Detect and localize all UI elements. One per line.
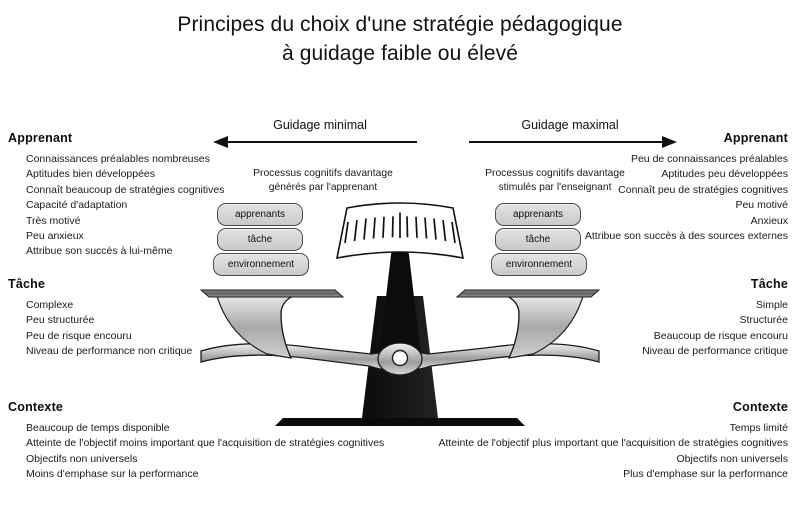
arrow-right-icon xyxy=(455,136,685,148)
processus-cognitifs-left-caption: Processus cognitifs davantage générés pa… xyxy=(208,167,438,195)
scale-dial-gauge xyxy=(335,202,465,260)
list-item: Moins d'emphase sur la performance xyxy=(26,468,199,481)
list-item: Structurée xyxy=(739,314,788,327)
list-item: Complexe xyxy=(26,299,74,311)
block-apprenants-left: apprenants xyxy=(217,203,303,226)
list-item: Capacité d'adaptation xyxy=(26,199,128,212)
list-item: Niveau de performance critique xyxy=(642,345,788,358)
list-item: Très motivé xyxy=(26,214,81,227)
right-tache-heading: Tâche xyxy=(750,277,788,291)
block-environnement-left: environnement xyxy=(213,253,309,276)
right-contexte-group: Contexte Temps limité Atteinte de l'obje… xyxy=(276,400,796,483)
right-tache-group: Tâche Simple Structurée Beaucoup de risq… xyxy=(376,277,796,360)
scale-base xyxy=(275,418,525,426)
arrow-right-shaft xyxy=(469,141,663,143)
list-item: Peu de risque encouru xyxy=(26,329,132,342)
page-title: Principes du choix d'une stratégie pédag… xyxy=(0,10,800,68)
pan-right-block-stack: apprenants tâche environnement xyxy=(491,203,587,278)
list-item: Peu anxieux xyxy=(26,230,84,243)
list-item: Aptitudes peu développées xyxy=(661,168,788,181)
list-item: Peu motivé xyxy=(735,199,788,212)
list-item: Beaucoup de temps disponible xyxy=(26,422,170,434)
right-apprenant-list: Peu de connaissances préalables Aptitude… xyxy=(376,152,796,244)
processus-right-line-2: stimulés par l'enseignant xyxy=(498,182,612,193)
list-item: Simple xyxy=(755,299,788,311)
list-item: Niveau de performance non critique xyxy=(26,345,193,358)
left-tache-list: Complexe Peu structurée Peu de risque en… xyxy=(4,298,424,360)
arrow-left-shaft xyxy=(227,141,417,143)
right-apprenant-group: Apprenant Peu de connaissances préalable… xyxy=(376,131,796,244)
left-contexte-list: Beaucoup de temps disponible Atteinte de… xyxy=(4,421,524,483)
list-item: Aptitudes bien développées xyxy=(26,168,156,181)
right-tache-list: Simple Structurée Beaucoup de risque enc… xyxy=(376,298,796,360)
block-tache-right: tâche xyxy=(495,228,581,251)
balance-scale-svg xyxy=(199,202,601,426)
left-contexte-heading: Contexte xyxy=(8,400,64,414)
arrow-left-head xyxy=(213,136,228,148)
right-contexte-list: Temps limité Atteinte de l'objectif plus… xyxy=(276,421,796,483)
pan-left-block-stack: apprenants tâche environnement xyxy=(213,203,309,278)
processus-right-line-1: Processus cognitifs davantage xyxy=(485,168,625,179)
list-item: Beaucoup de risque encouru xyxy=(653,329,788,342)
list-item: Attribue son succès à des sources extern… xyxy=(584,230,788,243)
list-item: Atteinte de l'objectif plus important qu… xyxy=(438,437,788,450)
title-line-1: Principes du choix d'une stratégie pédag… xyxy=(177,13,623,36)
left-tache-heading: Tâche xyxy=(8,277,46,291)
list-item: Connaît beaucoup de stratégies cognitive… xyxy=(26,183,225,196)
guidage-minimal-group: Guidage minimal xyxy=(205,118,435,148)
processus-cognitifs-right-caption: Processus cognitifs davantage stimulés p… xyxy=(440,167,670,195)
title-line-2: à guidage faible ou élevé xyxy=(281,42,519,65)
left-apprenant-list: Connaissances préalables nombreuses Apti… xyxy=(4,152,424,260)
left-tache-group: Tâche Complexe Peu structurée Peu de ris… xyxy=(4,277,424,360)
block-environnement-right: environnement xyxy=(491,253,587,276)
list-item: Peu structurée xyxy=(26,314,95,327)
left-apprenant-heading: Apprenant xyxy=(8,131,73,145)
left-apprenant-group: Apprenant Connaissances préalables nombr… xyxy=(4,131,424,260)
block-apprenants-right: apprenants xyxy=(495,203,581,226)
right-apprenant-heading: Apprenant xyxy=(723,131,788,145)
guidage-minimal-label: Guidage minimal xyxy=(273,118,367,132)
arrow-left-icon xyxy=(205,136,435,148)
list-item: Atteinte de l'objectif moins important q… xyxy=(26,437,385,450)
block-tache-left: tâche xyxy=(217,228,303,251)
processus-left-line-1: Processus cognitifs davantage xyxy=(253,168,393,179)
list-item: Peu de connaissances préalables xyxy=(630,153,788,165)
balance-scale-illustration: apprenants tâche environnement apprenant… xyxy=(195,196,605,428)
list-item: Connaissances préalables nombreuses xyxy=(26,153,210,165)
left-contexte-group: Contexte Beaucoup de temps disponible At… xyxy=(4,400,524,483)
list-item: Temps limité xyxy=(729,422,788,434)
scale-beam xyxy=(200,342,600,376)
list-item: Connaît peu de stratégies cognitives xyxy=(618,183,788,196)
list-item: Anxieux xyxy=(750,214,788,227)
guidage-maximal-label: Guidage maximal xyxy=(521,118,619,132)
list-item: Objectifs non universels xyxy=(26,452,138,465)
list-item: Objectifs non universels xyxy=(676,452,788,465)
right-contexte-heading: Contexte xyxy=(732,400,788,414)
list-item: Attribue son succès à lui-même xyxy=(26,245,173,258)
list-item: Plus d'emphase sur la performance xyxy=(623,468,788,481)
processus-left-line-2: générés par l'apprenant xyxy=(268,182,378,193)
arrow-right-head xyxy=(662,136,677,148)
scale-pan-left xyxy=(199,289,345,359)
guidage-maximal-group: Guidage maximal xyxy=(455,118,685,148)
scale-pan-right xyxy=(455,289,601,359)
